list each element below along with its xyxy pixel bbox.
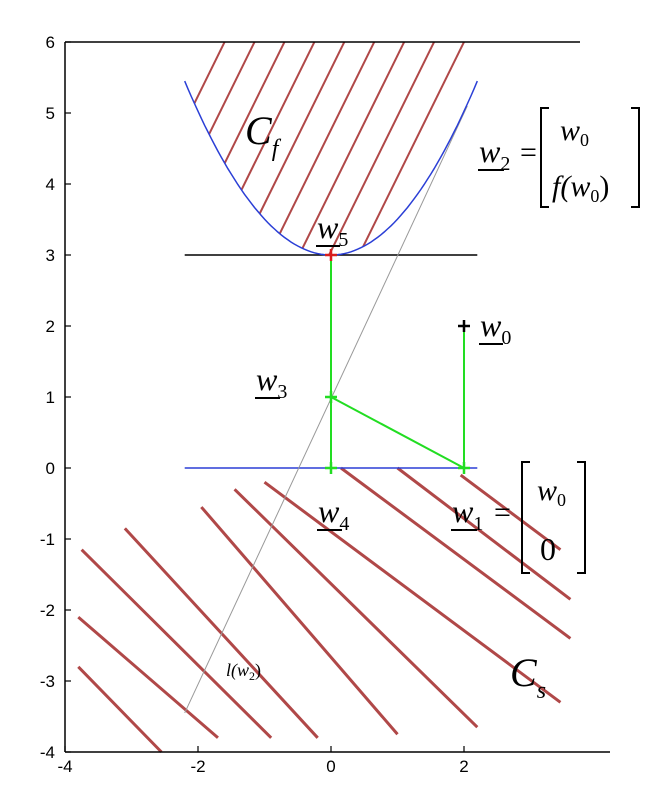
y-axis-ticks: -4 -3 -2 -1 0 1 2 3 4 5 6 [40,33,71,762]
cs-hatch-line [123,527,319,739]
cf-label: Cf [245,108,282,162]
cs-hatch-line [200,506,399,736]
w2-vector-label: w2 = w0 f(w0) [478,107,640,208]
point-markers [325,249,470,474]
x-tick-label: 2 [459,757,468,776]
cf-hatch-line [356,42,472,255]
reference-line-3 [184,105,468,714]
w1-vector-label: w1 = w0 0 [451,461,586,574]
svg-text:=: = [494,496,511,529]
cf-hatch-line [326,42,442,255]
cs-hatch-line [340,466,572,640]
cs-hatch-line [459,473,562,551]
cs-hatch-line [396,466,572,601]
tangent-label: l(w2) [226,660,261,683]
w3-label: w3 [255,361,287,403]
svg-text:w0: w0 [537,474,566,510]
x-axis-ticks: -4 -2 0 2 [57,746,469,776]
y-tick-label: 3 [46,246,55,265]
cs-hatch-region [77,466,572,754]
y-tick-label: 0 [46,459,55,478]
svg-text:0: 0 [540,531,556,567]
y-tick-label: 5 [46,104,55,123]
svg-text:w4: w4 [318,493,349,535]
cs-hatch-line [263,480,562,704]
cf-hatch-line [266,42,382,255]
y-tick-label: -2 [40,601,55,620]
cs-hatch-line [233,488,479,729]
x-tick-label: -4 [57,757,72,776]
cs-hatch-line [80,548,273,739]
x-tick-label: 0 [326,757,335,776]
cf-hatch-line [296,42,412,255]
cs-hatch-line [77,615,219,739]
y-tick-label: 2 [46,317,55,336]
svg-text:w2: w2 [479,133,510,175]
reference-lines [65,41,580,714]
cs-hatch-line [77,665,163,754]
y-tick-label: 6 [46,33,55,52]
cf-hatch-line [184,42,233,255]
y-tick-label: -4 [40,743,55,762]
svg-text:w0: w0 [560,114,589,150]
svg-text:w5: w5 [317,209,348,251]
path-segment [330,396,465,469]
projection-path [330,255,465,469]
w5-label: w5 [316,209,348,251]
svg-text:=: = [520,136,537,169]
x-tick-label: -2 [190,757,205,776]
w0-label: w0 [479,307,511,349]
y-tick-label: 1 [46,388,55,407]
svg-text:w1: w1 [452,493,483,535]
svg-text:w0: w0 [480,307,511,349]
cf-hatch-region [184,42,472,255]
svg-text:w3: w3 [256,361,287,403]
y-tick-label: 4 [46,175,55,194]
svg-text:f(w0): f(w0) [552,170,609,206]
w4-label: w4 [317,493,349,535]
cs-label: Cs [510,650,546,704]
y-tick-label: -3 [40,672,55,691]
y-tick-label: -1 [40,530,55,549]
